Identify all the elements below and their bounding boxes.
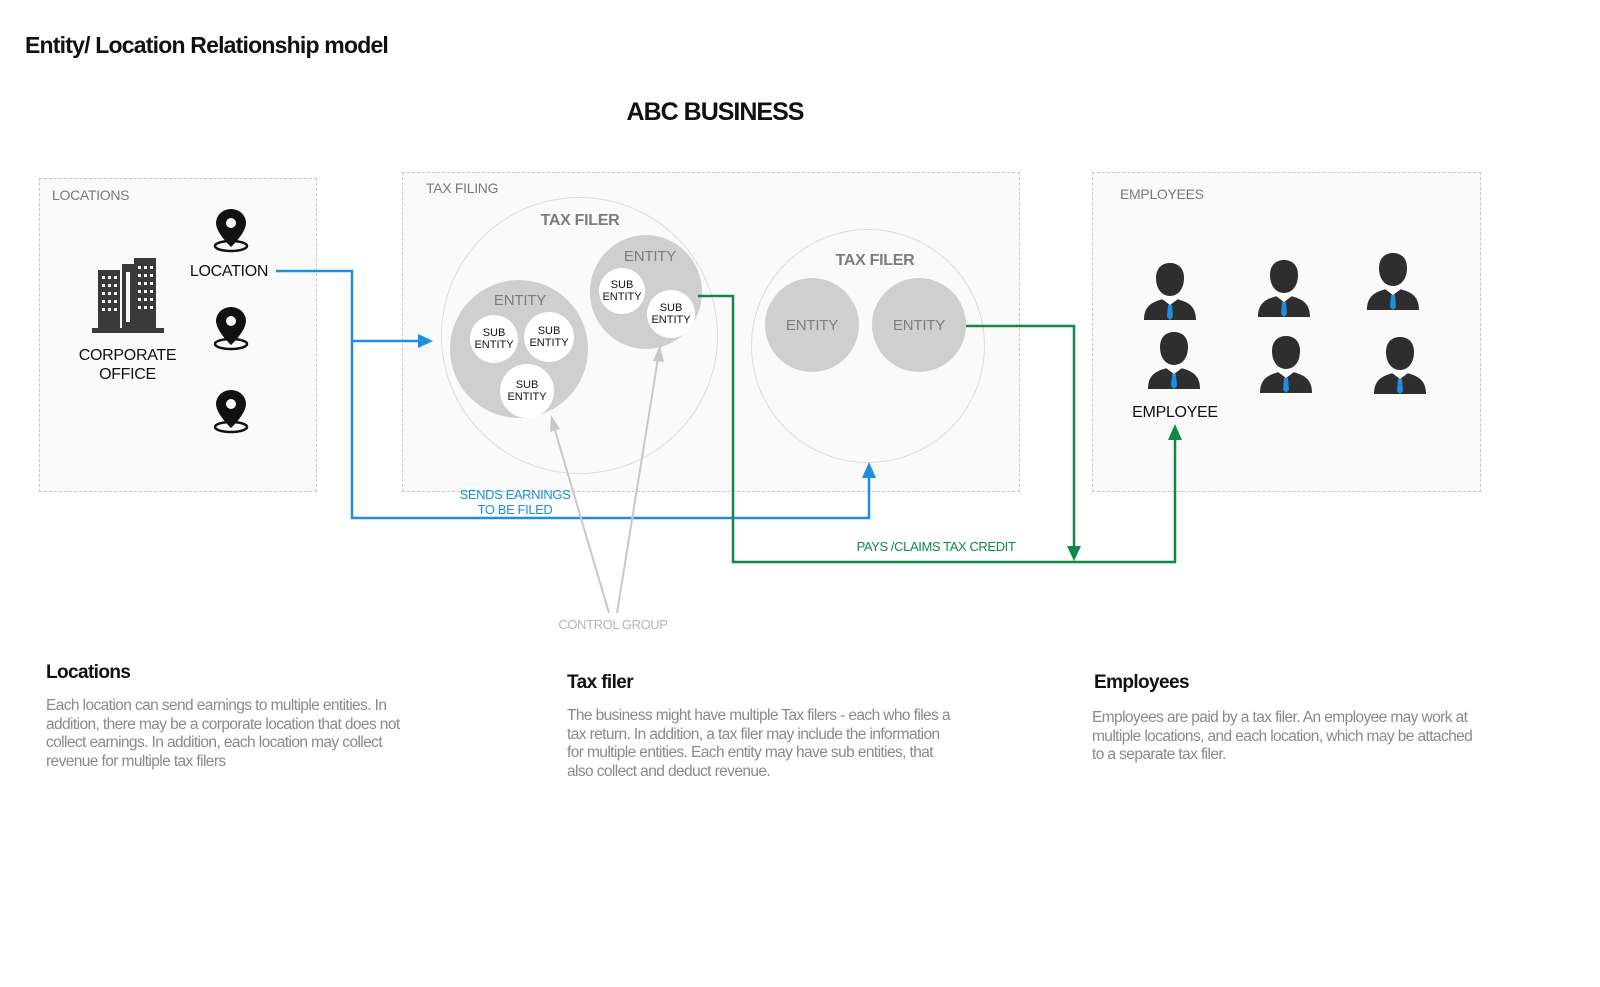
employee-icon <box>1258 260 1310 317</box>
entity-circle <box>872 278 966 372</box>
employees-heading: Employees <box>1094 672 1190 693</box>
employees-panel: EMPLOYEES <box>1092 172 1481 492</box>
page-title: Entity/ Location Relationship model <box>25 32 389 58</box>
arrowhead-icon <box>550 415 560 432</box>
arrowhead-icon <box>1168 424 1182 440</box>
control-group-label: CONTROL GROUP <box>558 617 668 632</box>
building-icon <box>92 258 164 333</box>
employee-icon <box>1144 263 1196 320</box>
locations-panel-label: LOCATIONS <box>52 187 130 203</box>
sub-entity-circle: SUB ENTITY <box>524 312 574 362</box>
location-pin-icon <box>213 390 249 434</box>
location-label: LOCATION <box>189 263 269 280</box>
location-pin-icon <box>213 307 249 351</box>
arrowhead-icon <box>862 462 876 478</box>
pays-tax-credit-label: PAYS /CLAIMS TAX CREDIT <box>856 539 1016 554</box>
sub-entity-circle: SUB ENTITY <box>599 268 645 314</box>
tax-filer-label: TAX FILER <box>835 252 915 269</box>
employee-label: EMPLOYEE <box>1132 404 1218 421</box>
employee-icon <box>1367 253 1419 310</box>
locations-panel: LOCATIONS <box>39 178 317 492</box>
tax-filing-panel-label: TAX FILING <box>426 180 499 196</box>
entity-label: ENTITY <box>493 292 547 309</box>
sends-earnings-arrow <box>276 269 871 520</box>
control-group-arrow <box>553 357 659 614</box>
employee-icon <box>1148 332 1200 389</box>
entity-label: ENTITY <box>623 248 677 265</box>
locations-description: Each location can send earnings to multi… <box>46 697 400 770</box>
diagram-title: ABC BUSINESS <box>626 98 805 126</box>
tax-filer-description: The business might have multiple Tax fil… <box>567 707 951 780</box>
arrowhead-icon <box>418 334 433 348</box>
location-pin-icon <box>213 209 249 253</box>
employees-description: Employees are paid by a tax filer. An em… <box>1092 709 1473 763</box>
sends-earnings-label: SENDS EARNINGS TO BE FILED <box>459 487 571 517</box>
sub-entity-circle: SUB ENTITY <box>470 315 518 363</box>
entity-label: ENTITY <box>892 317 946 334</box>
arrowhead-icon <box>1067 546 1081 561</box>
locations-heading: Locations <box>46 662 131 683</box>
tax-filer-label: TAX FILER <box>540 212 620 229</box>
corporate-office-label: CORPORATE OFFICE <box>78 347 177 383</box>
entity-circle <box>765 278 859 372</box>
tax-filer-heading: Tax filer <box>567 672 634 693</box>
employee-icon <box>1374 337 1426 394</box>
employees-panel-label: EMPLOYEES <box>1120 186 1204 202</box>
sub-entity-circle: SUB ENTITY <box>647 290 695 338</box>
arrowhead-icon <box>653 345 664 362</box>
entity-label: ENTITY <box>785 317 839 334</box>
employee-icon <box>1260 336 1312 393</box>
pays-tax-credit-arrow <box>698 294 1177 564</box>
sub-entity-circle: SUB ENTITY <box>500 364 554 418</box>
